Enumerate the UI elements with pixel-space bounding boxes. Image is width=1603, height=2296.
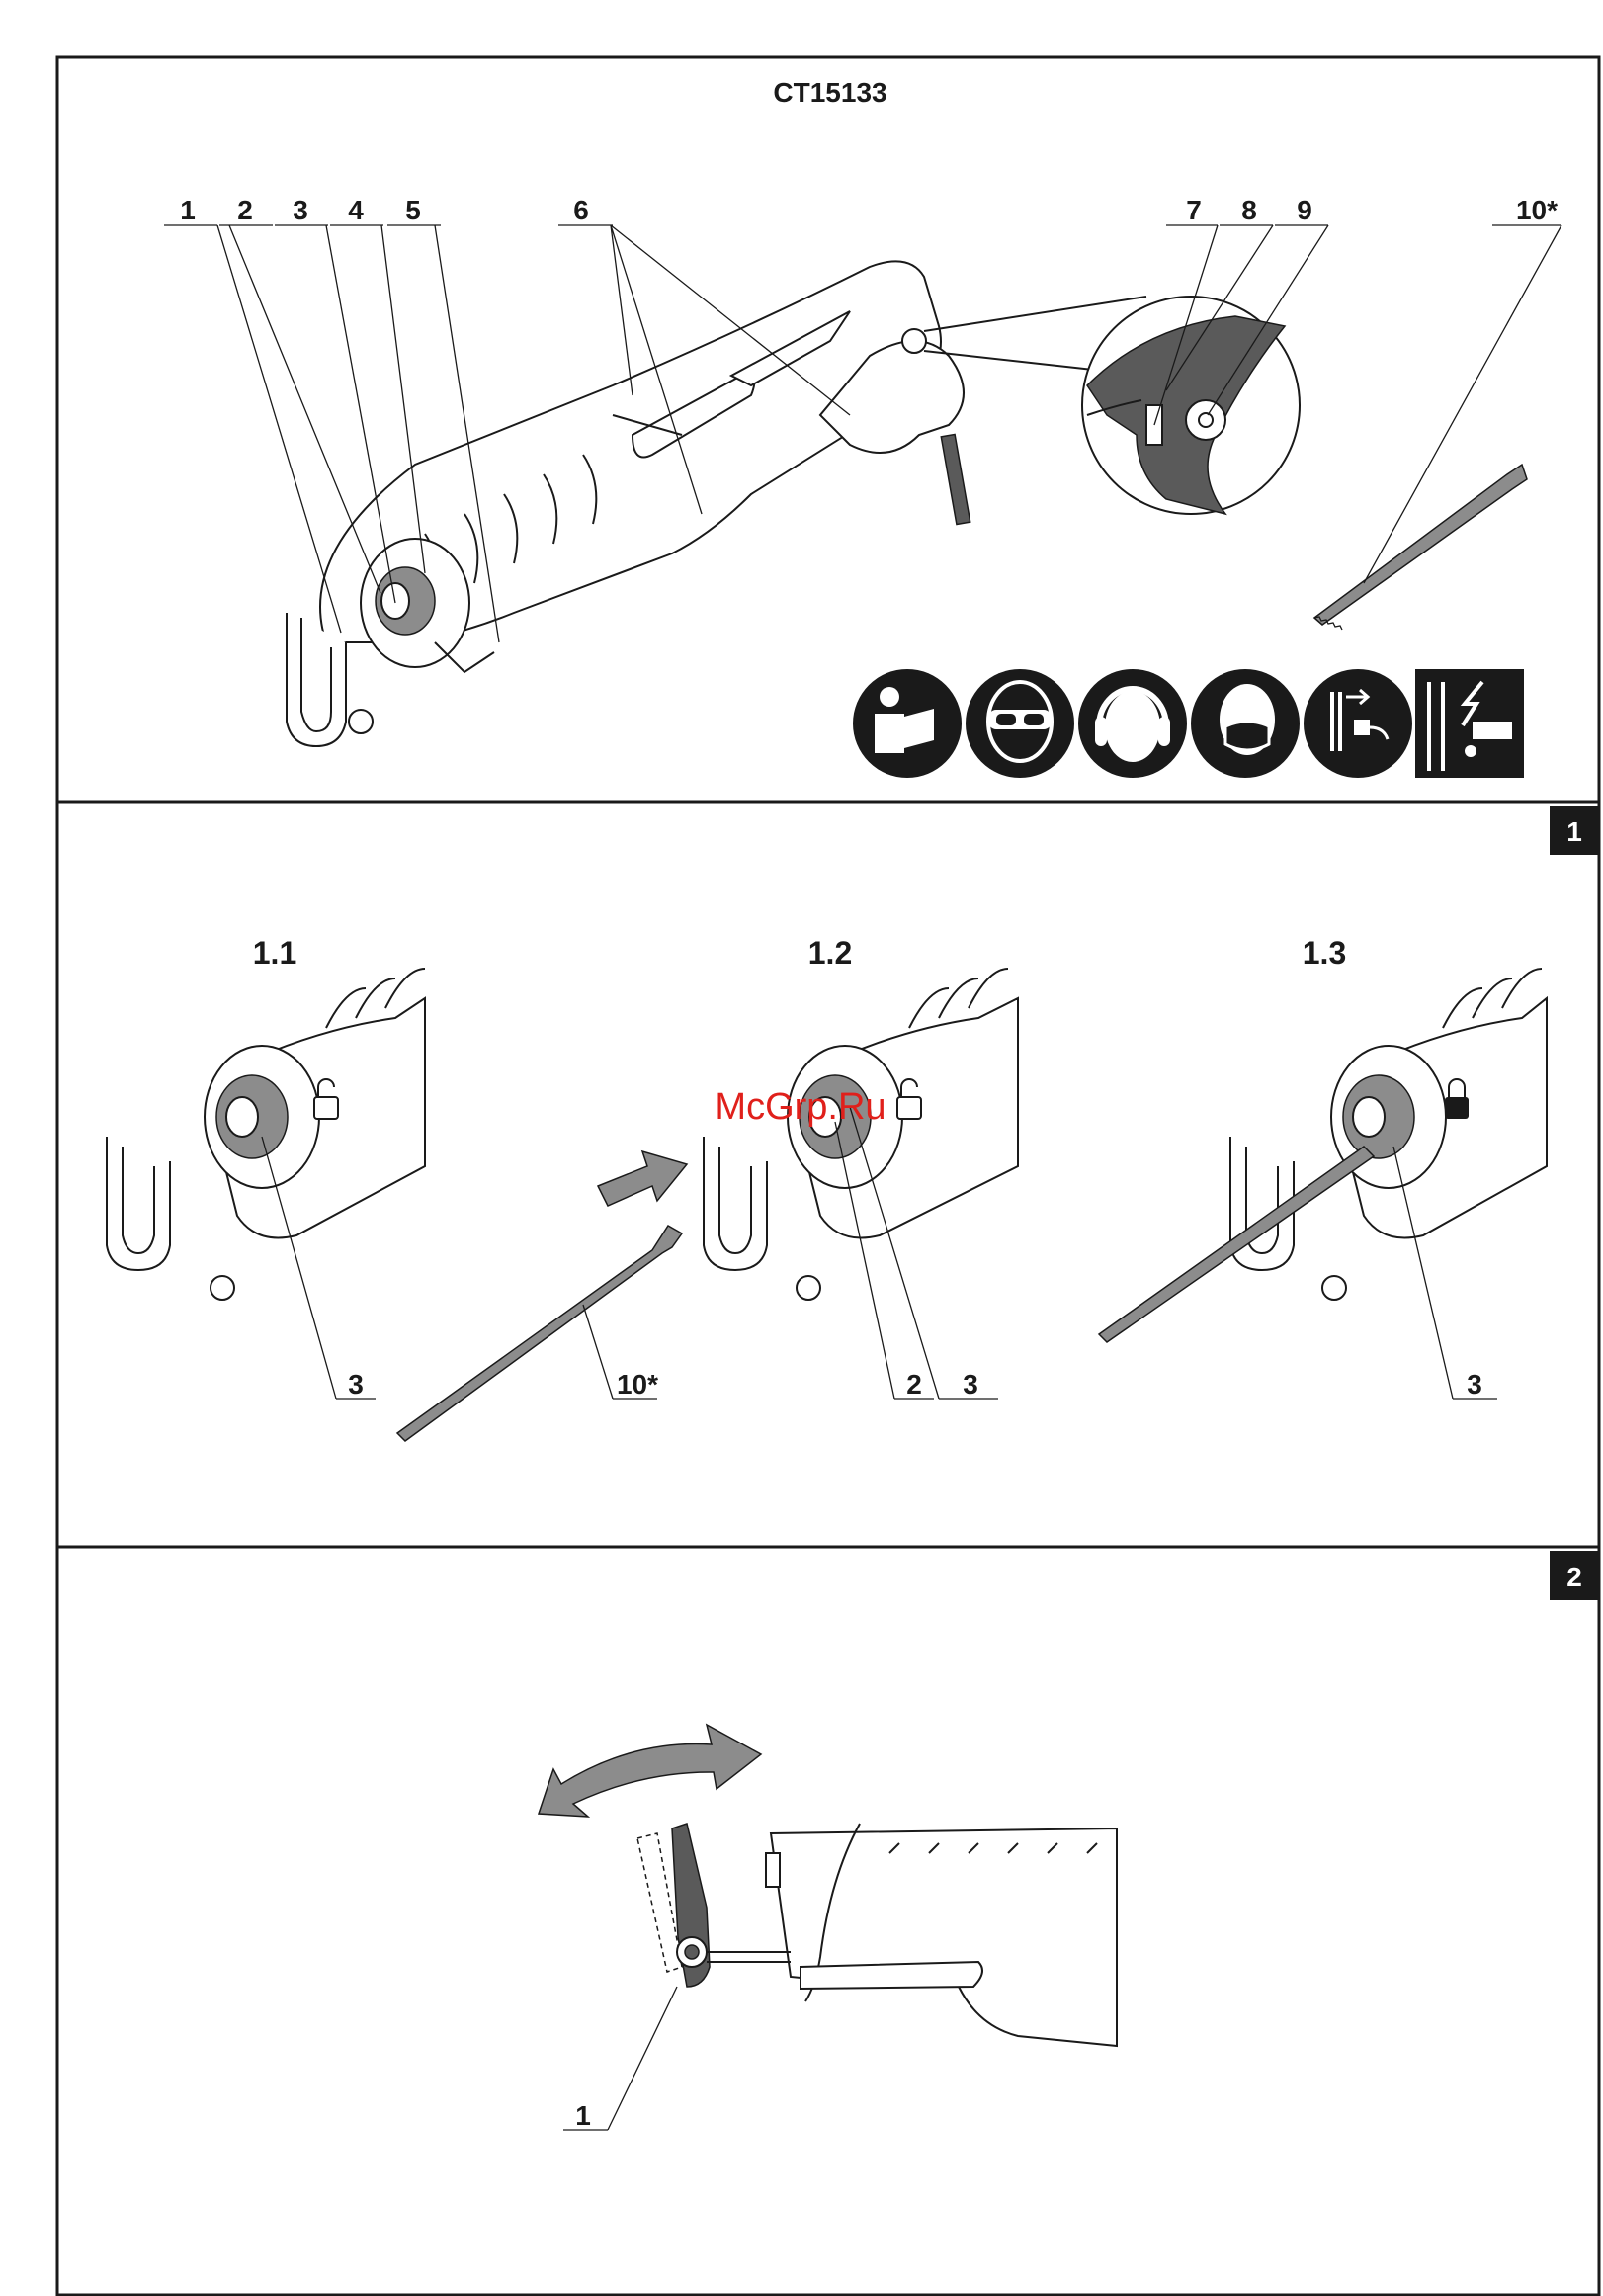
- step-1-3-illustration: [1099, 969, 1547, 1342]
- step-1-2-title: 1.2: [808, 935, 852, 971]
- step-1-2-blade: [397, 1226, 682, 1441]
- step-1-2-illustration: [397, 969, 1018, 1441]
- adjust-arrow: [539, 1725, 761, 1817]
- read-manual-icon: [853, 669, 962, 778]
- callout-2: 2: [237, 195, 253, 225]
- section-1-number: 1: [1566, 816, 1582, 847]
- step-1-1-illustration: [107, 969, 425, 1300]
- step-1-1-title: 1.1: [253, 935, 296, 971]
- step-1-2-callout-2: 2: [906, 1369, 922, 1400]
- unplug-before-service-icon: [1304, 669, 1412, 778]
- step-1-3-callout-3: 3: [1467, 1369, 1482, 1400]
- callout-9: 9: [1297, 195, 1312, 225]
- callout-7: 7: [1186, 195, 1202, 225]
- lock-icon: [1445, 1097, 1469, 1119]
- safety-icons: [853, 669, 1524, 778]
- spare-blade: [1314, 465, 1527, 630]
- step-1-1-callout-3: 3: [348, 1369, 364, 1400]
- model-title: CT15133: [773, 77, 886, 108]
- step-1-2-callout-3: 3: [963, 1369, 978, 1400]
- unlock-icon: [897, 1097, 921, 1119]
- eye-protection-icon: [966, 669, 1074, 778]
- section-2: 2 1: [539, 1551, 1599, 2131]
- callout-4: 4: [348, 195, 364, 225]
- unlock-icon: [314, 1097, 338, 1119]
- insert-arrow: [598, 1151, 687, 1206]
- callout-6: 6: [573, 195, 589, 225]
- hidden-wiring-warning-icon: [1415, 669, 1524, 778]
- step-1-2-callout-10: 10*: [617, 1369, 658, 1400]
- switch-detail-magnifier: [924, 297, 1300, 514]
- callout-10: 10*: [1516, 195, 1558, 225]
- section-2-illustration: [539, 1725, 1117, 2046]
- watermark: McGrp.Ru: [715, 1086, 886, 1128]
- dust-mask-icon: [1191, 669, 1300, 778]
- section-2-callout-1: 1: [575, 2100, 591, 2131]
- callout-5: 5: [405, 195, 421, 225]
- section-2-number: 2: [1566, 1562, 1582, 1592]
- callout-8: 8: [1241, 195, 1257, 225]
- ear-protection-icon: [1078, 669, 1187, 778]
- callout-1: 1: [180, 195, 196, 225]
- callout-3: 3: [293, 195, 308, 225]
- step-1-3-title: 1.3: [1303, 935, 1346, 971]
- overview-illustration: [287, 261, 970, 746]
